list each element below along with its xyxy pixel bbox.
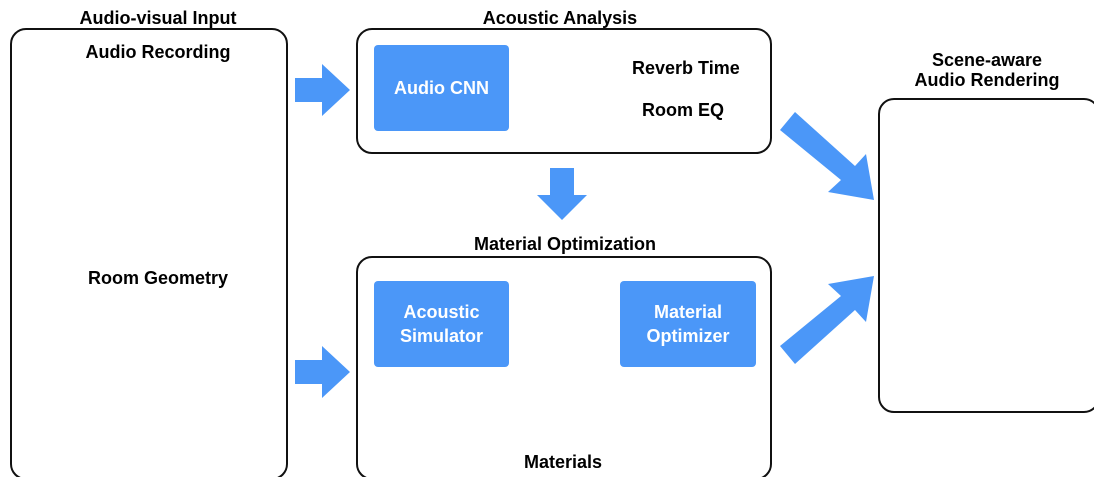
input-panel (10, 28, 288, 477)
audio-cnn-label: Audio CNN (394, 78, 489, 98)
input-title: Audio-visual Input (79, 8, 237, 28)
simulator-line-1: Acoustic (403, 302, 480, 322)
rendering-title: Scene-aware Audio Rendering (880, 50, 1094, 90)
arrow-analysis-to-optimization (537, 168, 587, 220)
acoustic-simulator-label: Acoustic Simulator (400, 300, 483, 348)
arrow-input-to-optimization (295, 346, 350, 398)
acoustic-simulator-box: Acoustic Simulator (374, 281, 509, 367)
room-geometry-label: Room Geometry (87, 268, 229, 288)
output-room-eq: Room EQ (642, 100, 725, 120)
audio-cnn-box: Audio CNN (374, 45, 509, 131)
output-reverb-time: Reverb Time (632, 58, 740, 78)
analysis-title: Acoustic Analysis (482, 8, 638, 28)
optimizer-line-1: Material (653, 302, 722, 322)
material-optimizer-label: Material Optimizer (646, 300, 729, 348)
optimization-title: Material Optimization (473, 234, 657, 254)
rendering-panel (878, 98, 1094, 413)
materials-label: Materials (524, 452, 603, 472)
audio-recording-label: Audio Recording (85, 42, 231, 62)
rendering-title-line-1: Scene-aware (931, 50, 1043, 70)
simulator-line-2: Simulator (399, 326, 483, 346)
material-optimizer-box: Material Optimizer (620, 281, 756, 367)
arrow-input-to-analysis (295, 64, 350, 116)
arrow-optimization-to-rendering (780, 276, 874, 364)
rendering-title-line-2: Audio Rendering (914, 70, 1060, 90)
arrow-analysis-to-rendering (780, 112, 874, 200)
optimizer-line-2: Optimizer (646, 326, 730, 346)
